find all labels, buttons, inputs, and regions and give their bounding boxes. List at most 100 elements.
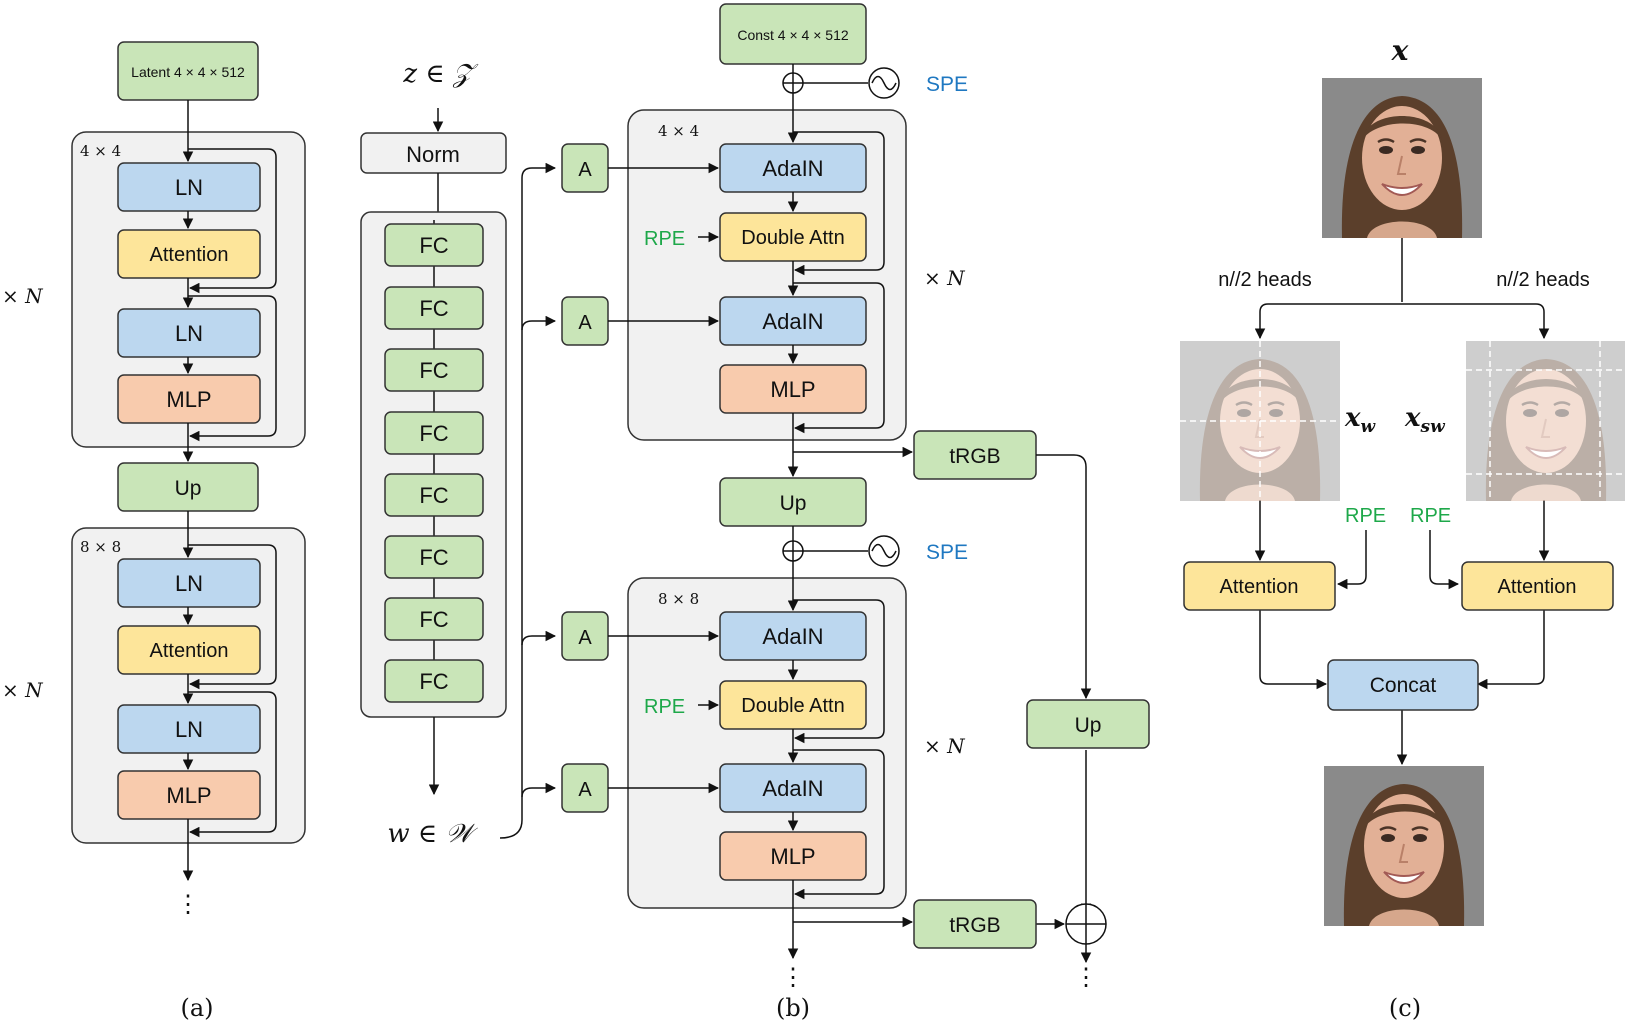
fc-label-4: FC	[419, 421, 448, 446]
ellipsis-a: ⋮	[176, 890, 200, 918]
ln-box-1	[117, 162, 261, 212]
repeat-label-b1: × N	[924, 266, 966, 290]
attention-box-c2	[1461, 561, 1614, 611]
fc-label-7: FC	[419, 607, 448, 632]
panel-a-arrows	[182, 100, 277, 882]
rpe-label-c2: RPE	[1410, 505, 1451, 527]
x-input-label: x	[1391, 34, 1409, 67]
ln-box-4	[117, 704, 261, 754]
trgb-label-2: tRGB	[949, 914, 1000, 937]
up-label-a: Up	[175, 477, 202, 500]
adain-label-1: AdaIN	[762, 156, 823, 181]
ellipsis-b1: ⋮	[781, 963, 805, 991]
norm-label: Norm	[406, 142, 460, 167]
latent-input-label: z ∈ 𝒵	[402, 59, 478, 89]
attention-box-2	[117, 625, 261, 675]
repeat-label-b2: × N	[924, 734, 966, 758]
repeat-label-a1: × N	[2, 284, 44, 308]
fc-box-6	[384, 535, 484, 579]
attention-label-c2: Attention	[1498, 576, 1577, 598]
concat-label: Concat	[1370, 674, 1437, 697]
attention-box-c1	[1183, 561, 1336, 611]
fc-box-3	[384, 348, 484, 392]
rpe-label-b1: RPE	[644, 228, 685, 250]
const-label: Const 4 × 4 × 512	[737, 27, 849, 43]
up-label-b2: Up	[1075, 714, 1102, 737]
ln-label-3: LN	[175, 571, 203, 596]
latent-label: Latent 4 × 4 × 512	[131, 64, 245, 80]
stage2-res-label: 8 × 8	[80, 538, 121, 556]
attention-box-1	[117, 229, 261, 279]
rpe-label-c1: RPE	[1345, 505, 1386, 527]
trgb-label-1: tRGB	[949, 445, 1000, 468]
caption-c: (c)	[1389, 994, 1421, 1022]
fc-label-6: FC	[419, 545, 448, 570]
b-stage2-res-label: 8 × 8	[658, 590, 699, 608]
fc-box-2	[384, 286, 484, 330]
rpe-label-b2: RPE	[644, 696, 685, 718]
left-heads-label: n//2 heads	[1218, 269, 1311, 291]
mlp-label-1: MLP	[166, 387, 211, 412]
ln-box-3	[117, 558, 261, 608]
double-attn-label-2: Double Attn	[741, 695, 844, 717]
window-partition-image	[1180, 341, 1340, 501]
concat-box	[1327, 659, 1479, 711]
affine-label-2: A	[578, 312, 592, 334]
fc-label-3: FC	[419, 358, 448, 383]
adain-label-2: AdaIN	[762, 309, 823, 334]
up-box-b2	[1026, 699, 1150, 749]
fc-label-5: FC	[419, 483, 448, 508]
attention-label-2: Attention	[150, 640, 229, 662]
fc-stack: FC FC FC FC FC FC FC FC	[384, 220, 484, 703]
ln-label-1: LN	[175, 175, 203, 200]
affine-label-4: A	[578, 779, 592, 801]
mlp-box-2	[117, 770, 261, 820]
affine-label-3: A	[578, 627, 592, 649]
adain-label-3: AdaIN	[762, 624, 823, 649]
b-stage1-res-label: 4 × 4	[658, 122, 699, 140]
trgb-box-2	[913, 899, 1037, 949]
fc-label-2: FC	[419, 296, 448, 321]
repeat-label-a2: × N	[2, 678, 44, 702]
ellipsis-b2: ⋮	[1074, 963, 1098, 991]
fc-box-1	[384, 223, 484, 267]
ln-label-4: LN	[175, 717, 203, 742]
panel-c-arrows	[1254, 238, 1550, 766]
fc-box-4	[384, 411, 484, 455]
w-distribution-lines	[499, 162, 557, 839]
ln-box-2	[117, 308, 261, 358]
fc-box-5	[384, 473, 484, 517]
up-label-b1: Up	[780, 492, 807, 515]
w-output-label: w ∈ 𝒲	[387, 819, 478, 849]
fc-label-1: FC	[419, 233, 448, 258]
mlp-label-b1: MLP	[770, 377, 815, 402]
right-heads-label: n//2 heads	[1496, 269, 1589, 291]
output-face-image	[1324, 766, 1484, 926]
panel-a: Latent 4 × 4 × 512 4 × 4 LN Attention LN…	[2, 41, 306, 1022]
panel-c: x n//2 heads n//2 heads	[1180, 34, 1625, 1022]
input-face-image	[1322, 78, 1482, 238]
mapping-network: z ∈ 𝒵 Norm FC FC FC FC FC FC FC FC w ∈ 𝒲	[360, 59, 507, 849]
spe-label-2: SPE	[926, 541, 968, 564]
xw-label: xw	[1344, 403, 1377, 437]
stage1-res-label: 4 × 4	[80, 142, 121, 160]
mlp-label-2: MLP	[166, 783, 211, 808]
adain-label-4: AdaIN	[762, 776, 823, 801]
xsw-label: xsw	[1404, 403, 1446, 437]
attention-label-1: Attention	[150, 244, 229, 266]
affine-label-1: A	[578, 159, 592, 181]
b-stage1-arrows	[608, 93, 914, 478]
ln-label-2: LN	[175, 321, 203, 346]
attention-label-c1: Attention	[1220, 576, 1299, 598]
mlp-box-1	[117, 374, 261, 424]
caption-a: (a)	[180, 994, 213, 1022]
mlp-label-b2: MLP	[770, 844, 815, 869]
b-stage2-arrows	[608, 454, 1092, 964]
spe-label-1: SPE	[926, 73, 968, 96]
fc-box-7	[384, 597, 484, 641]
double-attn-label-1: Double Attn	[741, 227, 844, 249]
fc-label-8: FC	[419, 669, 448, 694]
shifted-window-image	[1466, 341, 1625, 501]
fc-box-8	[384, 659, 484, 703]
